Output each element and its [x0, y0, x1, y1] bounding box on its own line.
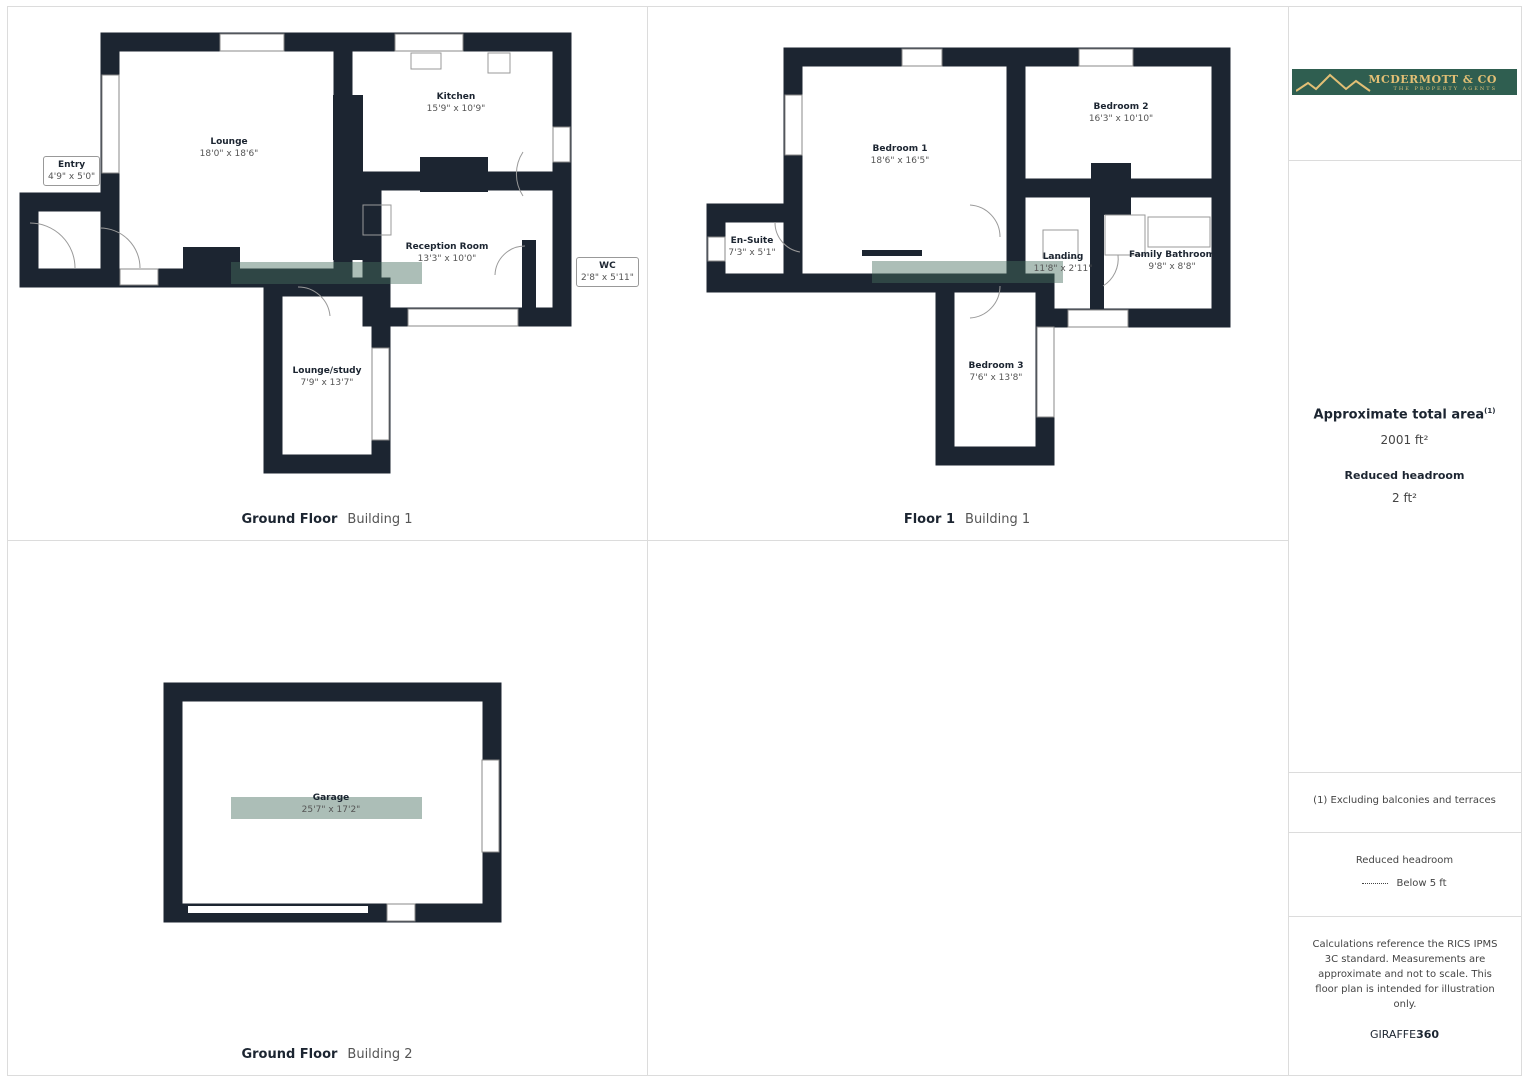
legend-item: Below 5 ft — [1288, 878, 1521, 889]
watermark-logo — [872, 261, 1063, 283]
wall-chimney — [420, 157, 488, 192]
watermark-logo — [231, 797, 422, 819]
door-swing — [969, 204, 1001, 238]
hob — [487, 52, 511, 74]
divider — [1288, 916, 1522, 917]
watermark-logo — [231, 262, 422, 284]
window — [219, 33, 285, 52]
reduced-headroom-value: 2 ft² — [1392, 491, 1417, 505]
stairs — [362, 204, 392, 236]
brand-tagline: THE PROPERTY AGENTS — [1393, 85, 1497, 92]
window — [481, 759, 500, 853]
door-swing — [99, 227, 141, 269]
panel-summary — [1288, 6, 1522, 1076]
giraffe360-credit: GIRAFFE360 — [1369, 1028, 1440, 1041]
bath — [1147, 216, 1211, 248]
window — [1067, 309, 1129, 328]
window — [784, 94, 803, 156]
reduced-headroom-label: Reduced headroom — [1344, 469, 1465, 482]
divider — [1288, 772, 1522, 773]
wall-kitchen-lounge — [333, 95, 363, 260]
door-swing — [494, 245, 526, 276]
window — [371, 347, 390, 441]
brand-name: MCDERMOTT & CO — [1368, 72, 1497, 86]
window — [1036, 326, 1055, 418]
wall-lounge — [100, 32, 353, 288]
footnote: (1) Excluding balconies and terraces — [1313, 795, 1496, 806]
garage-door-opening — [188, 906, 368, 913]
shower — [1104, 214, 1146, 256]
wall-hearth — [183, 247, 240, 287]
wall-bedroom1 — [783, 47, 1026, 293]
dotted-line-icon — [1362, 882, 1389, 884]
window — [407, 308, 519, 327]
door-swing — [29, 222, 76, 269]
window — [552, 126, 571, 163]
window — [386, 903, 416, 922]
wall-entry — [19, 192, 110, 288]
wall-partition — [862, 250, 922, 256]
door-swing — [515, 151, 524, 197]
sink — [410, 52, 442, 70]
total-area-value: 2001 ft² — [1380, 433, 1429, 447]
window — [101, 74, 120, 174]
roof-logo-icon — [1296, 73, 1371, 92]
total-area-label: Approximate total area(1) — [1313, 407, 1496, 423]
stairs — [1042, 229, 1079, 259]
window — [394, 33, 464, 52]
door-swing — [1102, 254, 1119, 287]
door-swing — [774, 221, 801, 253]
divider — [1288, 160, 1522, 161]
window — [1078, 48, 1134, 67]
wall-landing — [1090, 190, 1104, 327]
disclaimer: Calculations reference the RICS IPMS 3C … — [1312, 939, 1498, 1010]
divider — [1288, 832, 1522, 833]
legend-title: Reduced headroom — [1355, 855, 1454, 866]
window — [901, 48, 943, 67]
window — [707, 236, 726, 262]
door-swing — [297, 286, 331, 317]
window — [119, 268, 159, 286]
door-swing — [969, 285, 1001, 319]
